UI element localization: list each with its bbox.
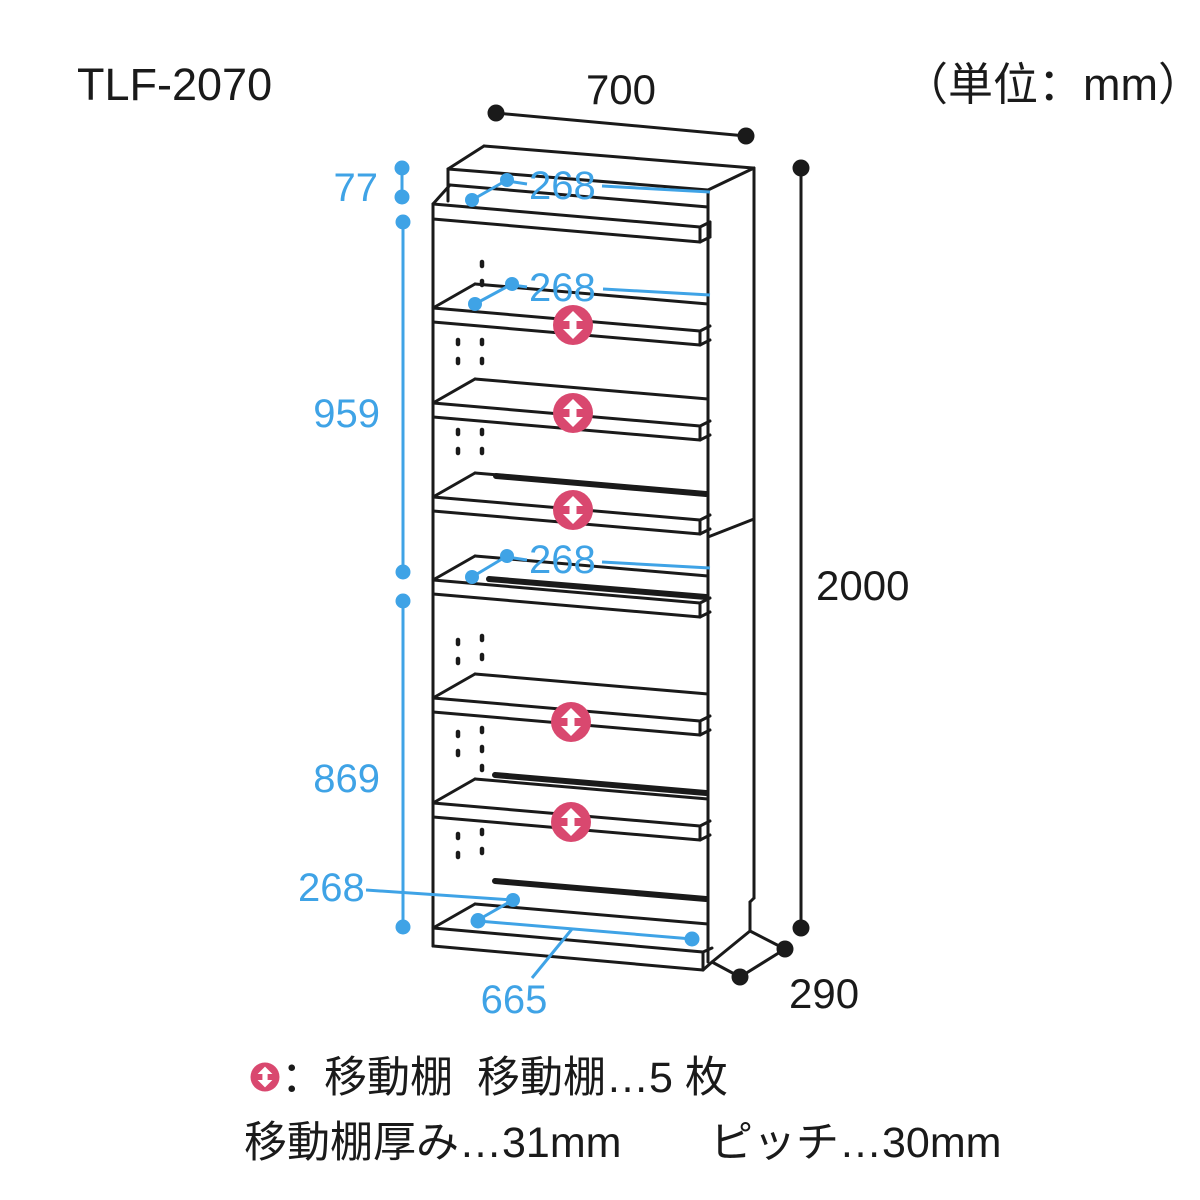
dim-268-top (465, 173, 711, 207)
model-number: TLF-2070 (77, 59, 272, 110)
movable-shelf-icons (551, 305, 593, 842)
dim-label-268-upper: 268 (529, 266, 596, 310)
movable-shelf-icon (553, 393, 593, 433)
dim-77 (394, 160, 410, 205)
dim-height-2000 (792, 159, 810, 937)
dim-label-959: 959 (313, 392, 380, 436)
movable-shelf-icon (553, 490, 593, 530)
dim-959 (395, 214, 411, 580)
dim-label-869: 869 (313, 757, 380, 801)
legend-shelf-thickness: 移動棚厚み…31mm (244, 1119, 621, 1167)
cabinet-drawing (431, 144, 756, 972)
legend: ：移動棚 移動棚…5 枚 移動棚厚み…31mm ピッチ…30mm (244, 1054, 1001, 1167)
movable-shelf-icon (553, 305, 593, 345)
dim-label-77: 77 (334, 166, 379, 210)
dim-width-700 (487, 104, 755, 145)
dim-label-268-top: 268 (529, 164, 596, 208)
legend-shelf-count: 移動棚…5 枚 (477, 1054, 728, 1102)
blue-dims (365, 160, 711, 979)
dim-label-width: 700 (586, 66, 656, 113)
dim-268-middle (465, 549, 711, 584)
dim-depth-290 (711, 929, 794, 986)
dim-label-268-bottom: 268 (298, 866, 365, 910)
shelf-pin-holes (455, 259, 485, 861)
dim-label-height: 2000 (816, 562, 909, 609)
right-side-panel (706, 166, 756, 964)
dim-label-268-middle: 268 (529, 538, 596, 582)
dim-label-depth: 290 (789, 970, 859, 1017)
unit-note: （単位：mm） (903, 59, 1200, 110)
movable-shelf-icon (551, 802, 591, 842)
legend-pitch: ピッチ…30mm (710, 1119, 1001, 1167)
dim-869 (395, 593, 411, 935)
dim-label-665: 665 (481, 978, 548, 1022)
movable-shelf-icon (250, 1062, 280, 1092)
dim-268-upper (468, 277, 711, 311)
legend-icon-meaning: ：移動棚 (281, 1054, 453, 1102)
shelf-back-shadows (486, 473, 709, 902)
dim-665 (470, 913, 700, 979)
movable-shelf-icon (551, 702, 591, 742)
